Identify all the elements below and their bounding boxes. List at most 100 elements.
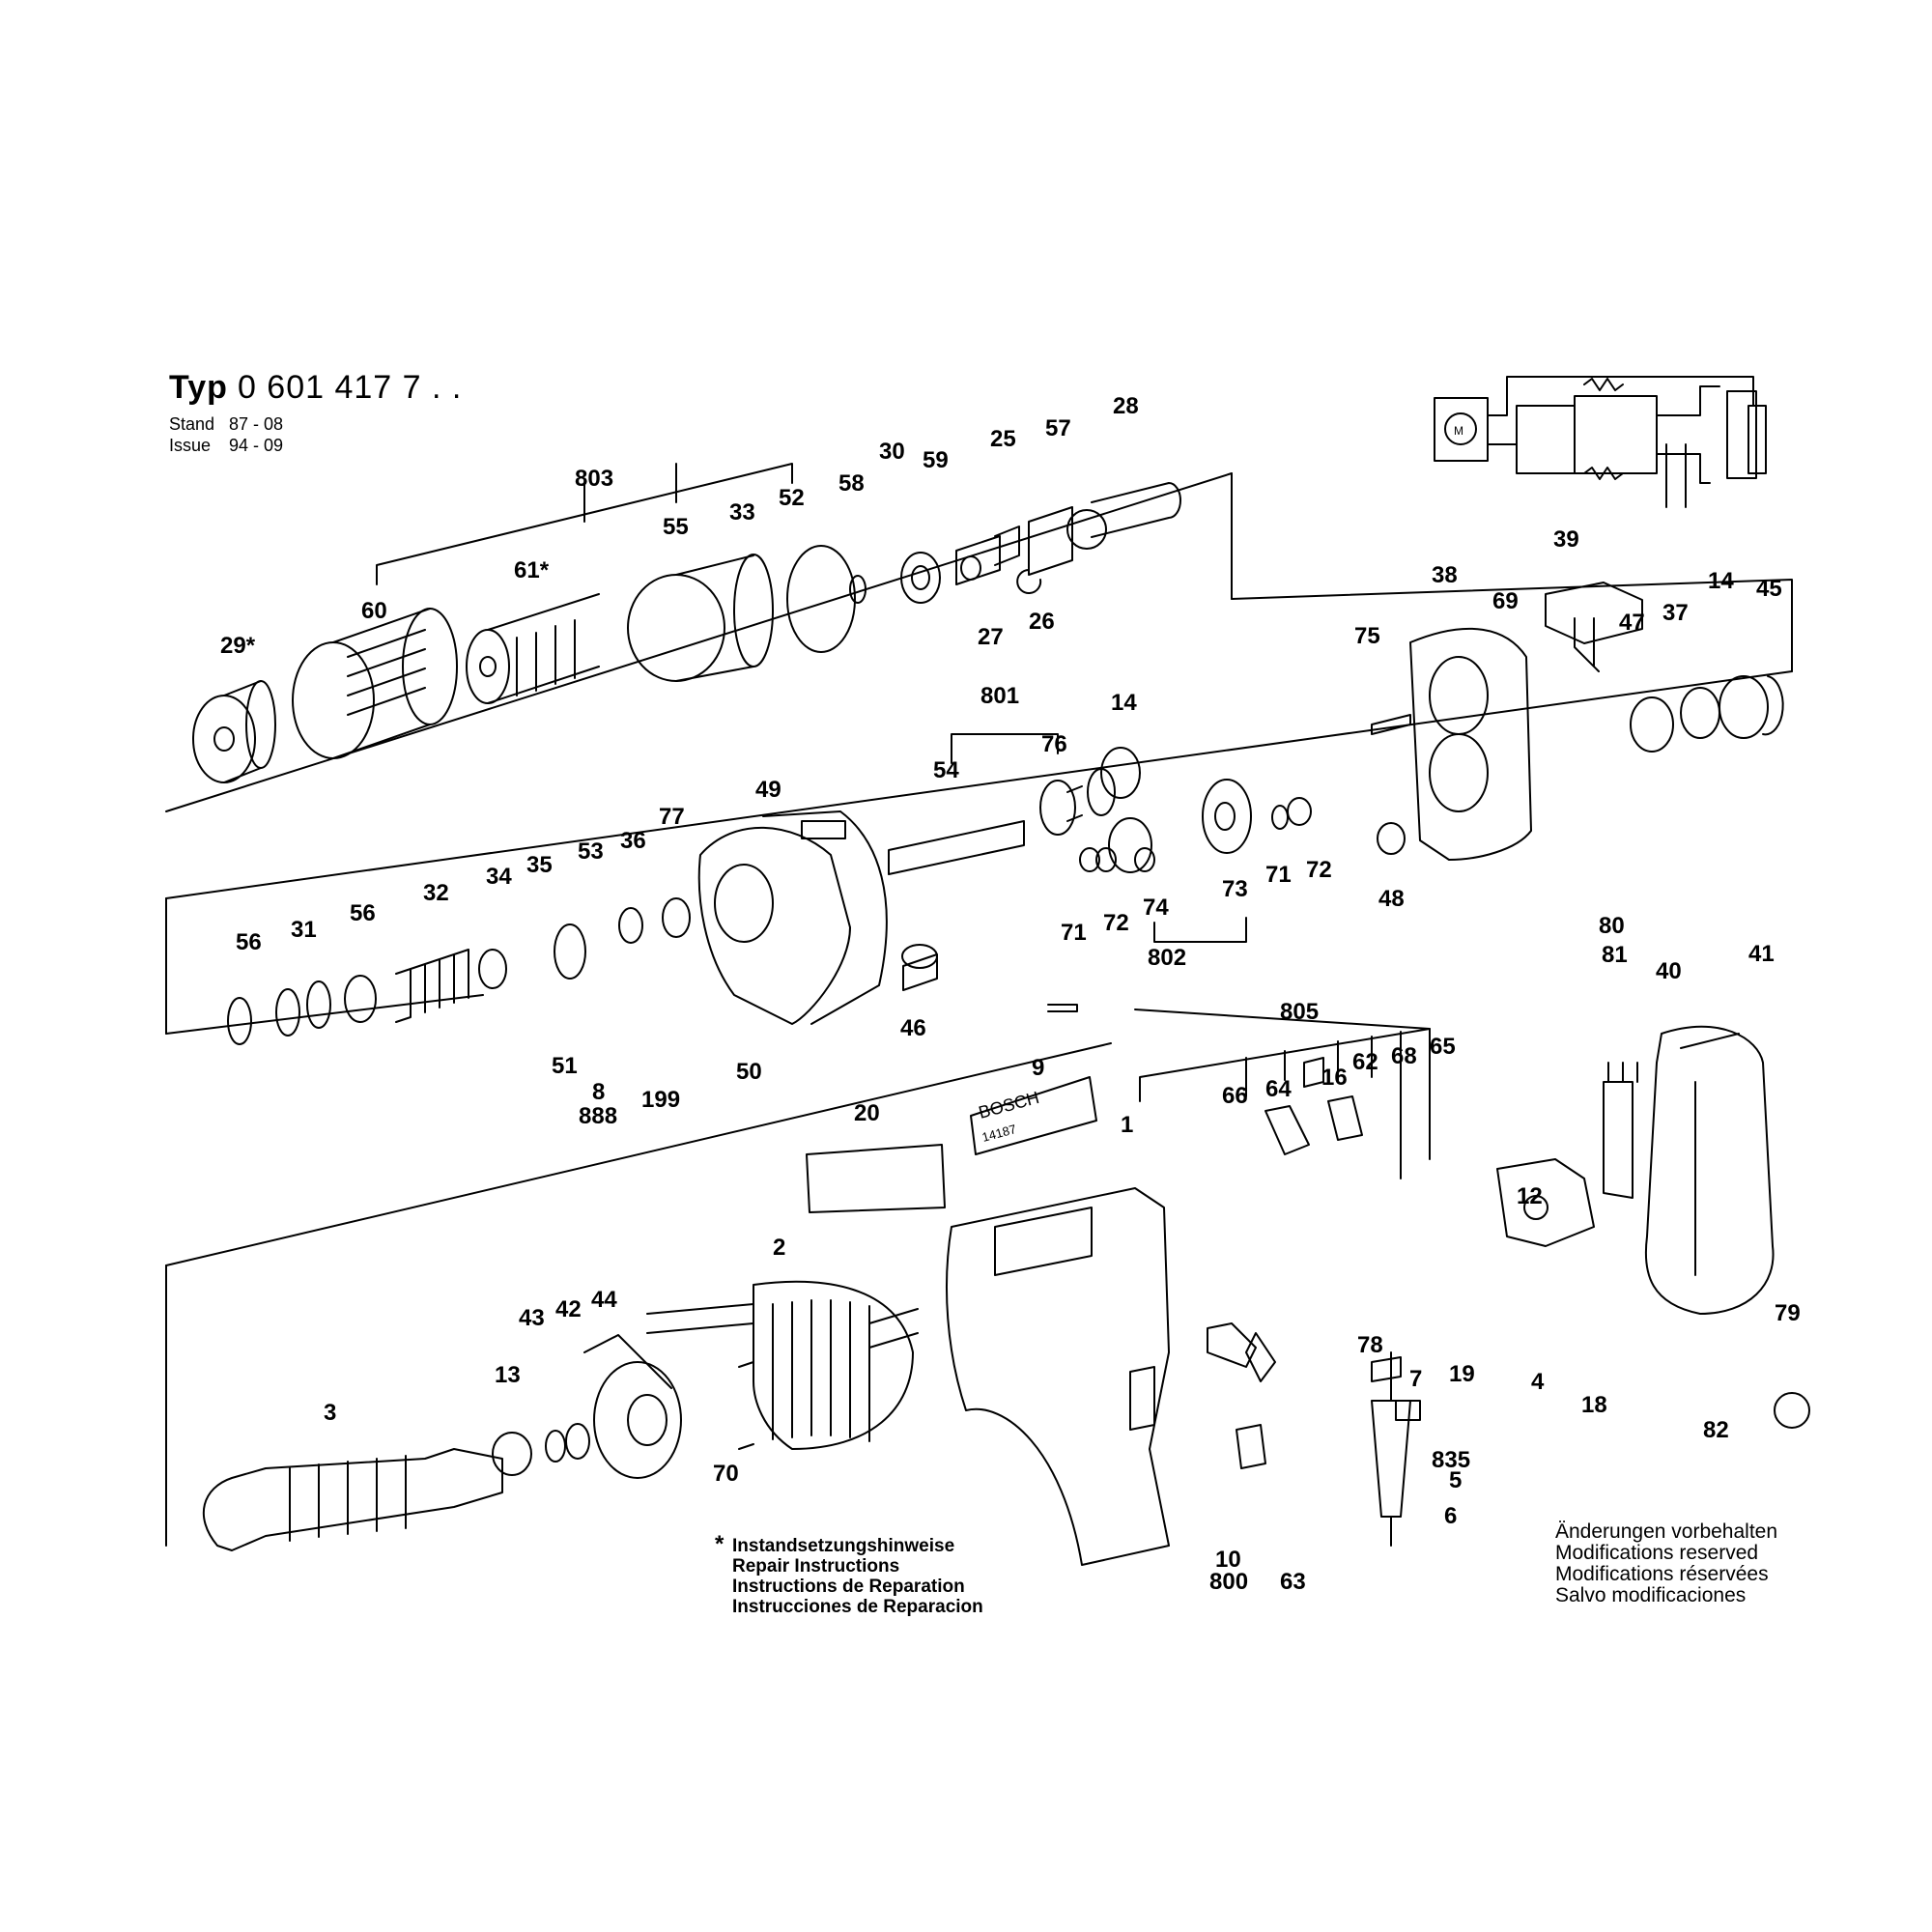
callout-33: 33 (729, 499, 755, 526)
callout-19: 19 (1449, 1361, 1475, 1387)
chuck-assembly (192, 482, 1181, 783)
callout-4: 4 (1531, 1369, 1545, 1395)
repair-line: Instandsetzungshinweise (732, 1536, 955, 1556)
callout-79: 79 (1775, 1300, 1801, 1326)
callout-31: 31 (291, 917, 317, 943)
callout-62: 62 (1352, 1049, 1378, 1075)
callout-46: 46 (900, 1015, 926, 1041)
callout-82: 82 (1703, 1417, 1729, 1443)
callout-26: 26 (1029, 609, 1055, 635)
callout-70: 70 (713, 1461, 739, 1487)
callout-37: 37 (1662, 600, 1689, 626)
callout-30: 30 (879, 439, 905, 465)
callout-20: 20 (854, 1100, 880, 1126)
callout-65: 65 (1430, 1034, 1456, 1060)
typ-label: Typ (169, 369, 228, 406)
callout-71b: 71 (1265, 862, 1292, 888)
callout-801: 801 (980, 683, 1019, 709)
callout-78: 78 (1357, 1332, 1383, 1358)
callout-6: 6 (1444, 1503, 1457, 1529)
motor-and-housing (202, 1004, 1810, 1566)
callout-58: 58 (838, 470, 865, 497)
callout-9: 9 (1032, 1055, 1044, 1081)
repair-instructions: * Instandsetzungshinweise Repair Instruc… (715, 1533, 983, 1618)
callout-81: 81 (1602, 942, 1628, 968)
callout-38: 38 (1432, 562, 1458, 588)
repair-line: Repair Instructions (732, 1556, 900, 1577)
callout-5: 5 (1449, 1467, 1462, 1493)
callout-10: 10 (1215, 1547, 1241, 1573)
callout-888: 888 (579, 1103, 617, 1129)
callout-800: 800 (1209, 1569, 1248, 1595)
callout-66: 66 (1222, 1083, 1248, 1109)
callout-47: 47 (1619, 610, 1645, 636)
callout-41: 41 (1748, 941, 1775, 967)
callout-42: 42 (555, 1296, 582, 1322)
callout-14a: 14 (1708, 568, 1734, 594)
callout-27: 27 (978, 624, 1004, 650)
callout-56a: 56 (236, 929, 262, 955)
callout-8: 8 (592, 1079, 605, 1105)
stand-value: 87 - 08 (229, 414, 284, 434)
callout-39: 39 (1553, 526, 1579, 553)
callout-43: 43 (519, 1305, 545, 1331)
modifications-line: Modifications reserved (1555, 1542, 1759, 1564)
section-frames (165, 472, 1793, 1547)
nameplates (806, 1076, 1097, 1213)
callout-45: 45 (1756, 576, 1782, 602)
callout-12: 12 (1517, 1183, 1543, 1209)
repair-line: Instrucciones de Reparacion (732, 1597, 983, 1617)
callout-72a: 72 (1103, 910, 1129, 936)
gearbox-assembly (227, 582, 1784, 1045)
stand-label: Stand (169, 414, 215, 434)
callout-72b: 72 (1306, 857, 1332, 883)
callout-1: 1 (1121, 1112, 1133, 1138)
nameplate-brand: BOSCH (977, 1088, 1041, 1122)
callout-75: 75 (1354, 623, 1380, 649)
svg-text:M: M (1454, 424, 1463, 438)
callout-59: 59 (923, 447, 949, 473)
callout-35: 35 (526, 852, 553, 878)
callout-34: 34 (486, 864, 512, 890)
wiring-schematic: M (1434, 376, 1767, 508)
repair-line: Instructions de Reparation (732, 1577, 965, 1597)
callout-69: 69 (1492, 588, 1519, 614)
callout-56b: 56 (350, 900, 376, 926)
nameplate-model: 14187 (980, 1122, 1018, 1145)
callout-74: 74 (1143, 895, 1169, 921)
callout-36: 36 (620, 828, 646, 854)
callout-803: 803 (575, 466, 613, 492)
callout-14b: 14 (1111, 690, 1137, 716)
issue-label: Issue (169, 436, 212, 455)
callout-13: 13 (495, 1362, 521, 1388)
callout-32: 32 (423, 880, 449, 906)
callout-48: 48 (1378, 886, 1405, 912)
callout-71a: 71 (1061, 920, 1087, 946)
assembly-brackets (376, 463, 1431, 1179)
callout-68: 68 (1391, 1043, 1417, 1069)
callout-199: 199 (641, 1087, 680, 1113)
asterisk-marker: * (715, 1531, 724, 1557)
callout-802: 802 (1148, 945, 1186, 971)
callout-52: 52 (779, 485, 805, 511)
modifications-line: Salvo modificaciones (1555, 1584, 1747, 1606)
callout-835: 835 (1432, 1447, 1470, 1473)
callout-2: 2 (773, 1235, 785, 1261)
callout-25: 25 (990, 426, 1016, 452)
callout-49: 49 (755, 777, 781, 803)
callout-7: 7 (1409, 1366, 1422, 1392)
callout-16: 16 (1321, 1065, 1348, 1091)
callout-73: 73 (1222, 876, 1248, 902)
callout-57: 57 (1045, 415, 1071, 441)
callout-3: 3 (324, 1400, 336, 1426)
callout-55: 55 (663, 514, 689, 540)
callout-28: 28 (1113, 393, 1139, 419)
callout-18: 18 (1581, 1392, 1607, 1418)
callout-64: 64 (1265, 1076, 1292, 1102)
callout-50: 50 (736, 1059, 762, 1085)
modifications-line: Änderungen vorbehalten (1555, 1520, 1778, 1543)
